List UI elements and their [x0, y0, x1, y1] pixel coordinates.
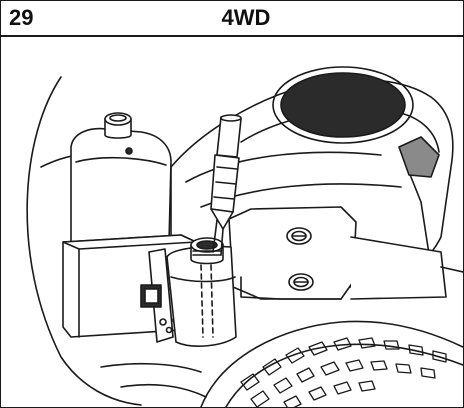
bracket-hole-2: [165, 326, 173, 334]
tire-inner-arc: [225, 343, 463, 407]
engine-block-lower: [240, 276, 342, 300]
oil-fill-neck: [190, 237, 224, 265]
figure-number: 29: [9, 5, 34, 30]
reservoir-bottle: [70, 127, 172, 243]
fender-curve: [26, 76, 142, 406]
lower-frame-line-2: [120, 383, 207, 398]
dipstick-dash-2: [210, 264, 214, 338]
upper-bolt: [286, 227, 312, 245]
bracket-hole-1: [159, 318, 167, 326]
dipstick-dash-1: [200, 264, 204, 338]
engine-block-skirt: [350, 236, 447, 300]
oil-fill-illustration: [26, 66, 463, 407]
tire-tread: [240, 337, 447, 407]
shroud-contour-1: [185, 151, 382, 183]
lower-frame-line-3: [440, 266, 463, 273]
bracket-connector-face: [144, 288, 159, 304]
reservoir-shoulder: [75, 156, 167, 166]
reservoir-small-dot: [125, 147, 133, 155]
funnel-syringe: [210, 114, 242, 256]
oil-fill-housing-front: [170, 276, 236, 283]
shroud-knob: [398, 136, 440, 178]
lower-bolt: [288, 273, 314, 291]
figure-header: 29 4WD: [1, 1, 463, 37]
lower-frame-line-1: [100, 362, 202, 373]
reservoir-cap: [104, 112, 132, 139]
air-filter-rim: [272, 66, 414, 144]
tire-outline: [200, 320, 463, 407]
figure-title: 4WD: [221, 5, 271, 30]
air-filter-cover: [280, 72, 406, 138]
